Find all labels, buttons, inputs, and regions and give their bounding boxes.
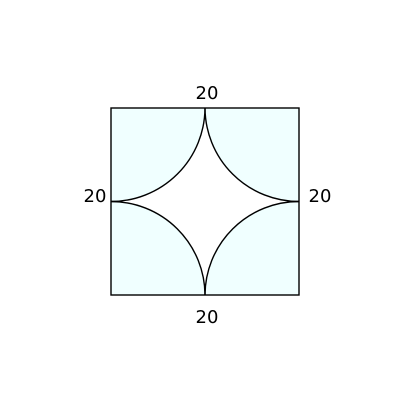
square-outline (110, 107, 300, 296)
arc-bottom-left (110, 200, 206, 296)
inner-star-region (111, 108, 299, 295)
arc-top-left (110, 107, 206, 203)
right-dimension-label: 20 (309, 186, 332, 207)
left-dimension-label: 20 (84, 186, 107, 207)
arc-bottom-right (204, 200, 300, 296)
arc-top-right (204, 107, 300, 203)
top-dimension-label: 20 (196, 83, 219, 104)
bottom-dimension-label: 20 (196, 307, 219, 328)
